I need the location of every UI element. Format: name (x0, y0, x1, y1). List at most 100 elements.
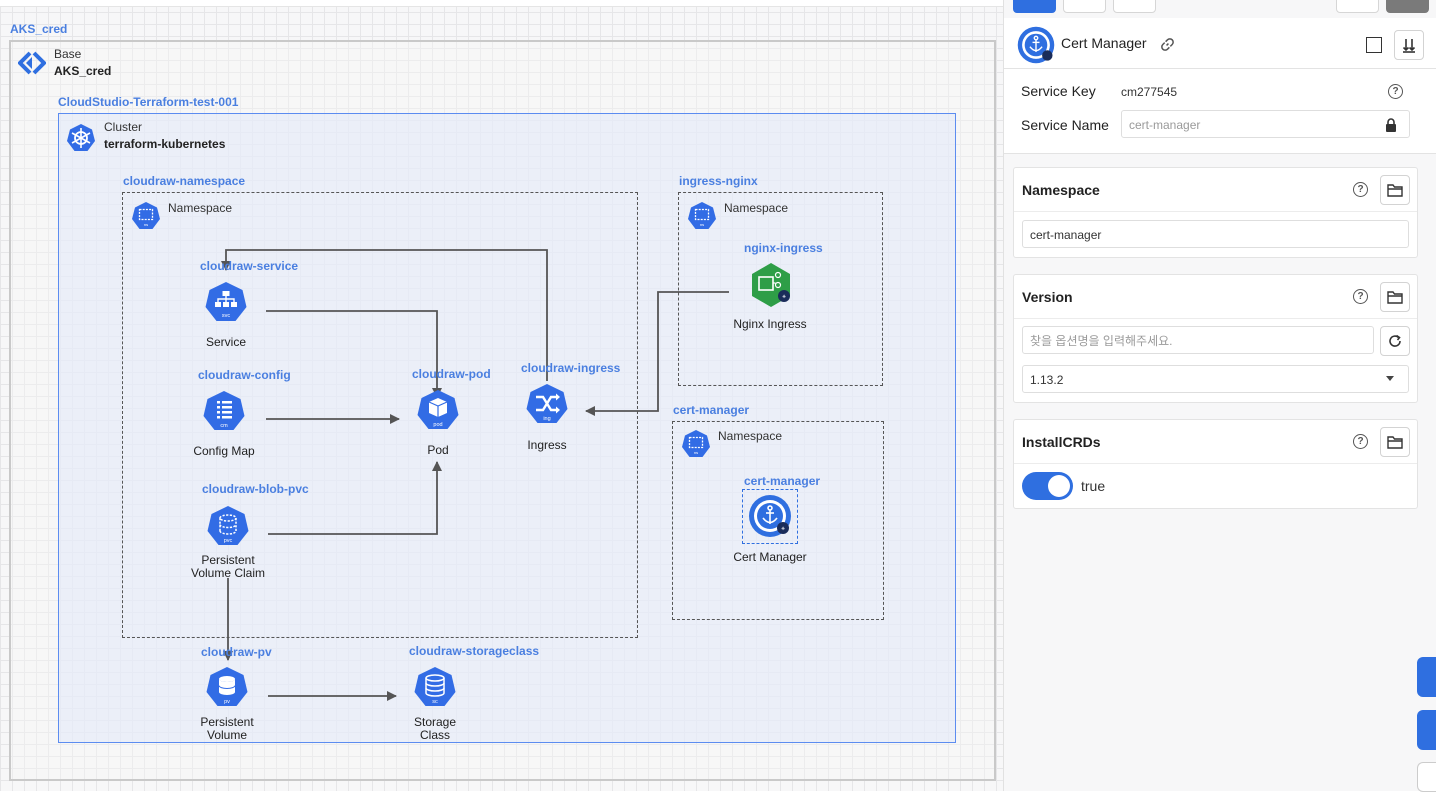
node-label-nginx: Nginx Ingress (733, 317, 807, 331)
node-label-pv: Persistent Volume (167, 716, 287, 742)
node-label-storageclass-line1: Storage (413, 715, 457, 729)
namespace-browse-button[interactable] (1380, 175, 1410, 205)
installcrds-card-title: InstallCRDs (1022, 434, 1101, 450)
panel-tab-3[interactable] (1113, 0, 1156, 13)
service-info: Service Key cm277545 ? Service Name cert… (1004, 69, 1436, 154)
version-browse-button[interactable] (1380, 282, 1410, 312)
floating-chat-button[interactable] (1417, 710, 1436, 750)
card-divider (1014, 463, 1417, 464)
namespace-title-ingress-nginx: ingress-nginx (679, 174, 758, 188)
service-icon[interactable]: svc (204, 281, 248, 325)
node-label-pv-line1: Persistent (200, 715, 254, 729)
node-label-storageclass-line2: Class (419, 728, 450, 742)
node-label-service: Service (205, 335, 246, 349)
cert-manager-icon[interactable]: ⎈ (747, 493, 793, 539)
sort-button[interactable] (1394, 30, 1424, 60)
canvas-top-bar (0, 0, 1003, 7)
help-icon[interactable]: ? (1353, 289, 1368, 304)
panel-action-1[interactable] (1336, 0, 1379, 13)
namespace-title-cert-manager: cert-manager (673, 403, 750, 417)
namespace-badge: ns (694, 450, 698, 455)
refresh-button[interactable] (1380, 326, 1410, 356)
panel-tab-2[interactable] (1063, 0, 1106, 13)
edge-ingress-to-service[interactable] (221, 249, 548, 381)
ingress-icon[interactable]: ing (525, 383, 569, 427)
namespace-type-cert-manager: Namespace (718, 429, 783, 443)
version-card-title: Version (1022, 289, 1073, 305)
folder-icon (1387, 436, 1403, 449)
sort-down-icon (1402, 39, 1416, 53)
refresh-icon (1389, 334, 1401, 347)
namespace-box-ingress-nginx[interactable] (678, 192, 883, 386)
installcrds-toggle[interactable] (1022, 472, 1073, 500)
help-icon[interactable]: ? (1353, 182, 1368, 197)
card-divider (1014, 318, 1417, 319)
kubernetes-cluster-icon (67, 124, 95, 151)
diagram-canvas[interactable]: AKS_cred Base AKS_cred CloudStudio-Terra… (0, 0, 1003, 791)
edge-pvc-to-pod[interactable] (268, 461, 442, 535)
checkbox-icon[interactable] (1366, 37, 1382, 53)
storageclass-icon[interactable]: sc (413, 666, 457, 710)
base-name: AKS_cred (54, 64, 112, 78)
namespace-type-cloudraw: Namespace (168, 201, 233, 215)
namespace-box-cert-manager[interactable] (672, 421, 884, 620)
floating-edit-button[interactable] (1417, 657, 1436, 697)
help-icon[interactable]: ? (1353, 434, 1368, 449)
storageclass-badge: sc (432, 699, 438, 705)
folder-icon (1387, 184, 1403, 197)
namespace-type-ingress-nginx: Namespace (724, 201, 789, 215)
pv-icon[interactable]: pv (205, 666, 249, 710)
version-select[interactable]: 1.13.2 (1022, 365, 1409, 393)
cluster-header: Cluster terraform-kubernetes (104, 120, 225, 151)
service-badge: svc (222, 313, 231, 319)
folder-icon (1387, 291, 1403, 304)
link-icon[interactable] (1160, 37, 1175, 52)
cluster-name: terraform-kubernetes (104, 137, 226, 151)
namespace-card-title: Namespace (1022, 182, 1100, 198)
base-group-title: AKS_cred (10, 22, 68, 36)
help-icon[interactable]: ? (1388, 84, 1403, 99)
node-label-pvc-line1: Persistent (201, 553, 255, 567)
node-title-service: cloudraw-service (200, 259, 299, 273)
namespace-icon: ns (688, 202, 716, 229)
node-label-pvc-line2: Volume Claim (190, 566, 266, 580)
pod-icon[interactable]: pod (416, 389, 460, 433)
pv-badge: pv (224, 699, 230, 705)
connectors-layer (221, 249, 729, 701)
installcrds-value-label: true (1081, 478, 1106, 494)
node-title-config: cloudraw-config (198, 368, 291, 382)
installcrds-card: InstallCRDs ? true (1013, 419, 1418, 509)
node-label-pod: Pod (427, 443, 449, 457)
pvc-icon[interactable]: pvc (206, 505, 250, 549)
edge-nginx-to-ingress[interactable] (585, 291, 729, 416)
namespace-badge: ns (144, 222, 148, 227)
ingress-badge: ing (543, 416, 550, 422)
installcrds-browse-button[interactable] (1380, 427, 1410, 457)
node-label-pvc: Persistent Volume Claim (168, 554, 288, 580)
cluster-type: Cluster (104, 120, 143, 134)
svg-text:⎈: ⎈ (782, 294, 786, 299)
floating-docs-button[interactable] (1417, 762, 1436, 792)
pvc-badge: pvc (224, 538, 233, 544)
node-title-nginx: nginx-ingress (744, 241, 823, 255)
cluster-group-title: CloudStudio-Terraform-test-001 (58, 95, 239, 109)
namespace-box-cloudraw[interactable] (122, 192, 638, 638)
svg-text:⎈: ⎈ (781, 526, 785, 531)
panel-action-2[interactable] (1386, 0, 1429, 13)
panel-header: Cert Manager (1004, 18, 1436, 69)
edge-service-to-pod[interactable] (266, 310, 442, 398)
nginx-helm-icon[interactable]: ⎈ (748, 262, 794, 308)
namespace-icon: ns (132, 202, 160, 229)
selected-node-outline[interactable] (742, 489, 798, 544)
node-label-config: Config Map (193, 444, 255, 458)
cluster-frame[interactable] (58, 113, 956, 743)
toggle-knob (1048, 475, 1070, 497)
namespace-field[interactable]: cert-manager (1022, 220, 1409, 248)
version-search-input[interactable]: 찾을 옵션명을 입력해주세요. (1022, 326, 1374, 354)
panel-tab-active[interactable] (1013, 0, 1056, 13)
node-title-storageclass: cloudraw-storageclass (409, 644, 540, 658)
configmap-icon[interactable]: cm (202, 390, 246, 434)
service-name-field[interactable]: cert-manager (1121, 110, 1410, 138)
service-key-value: cm277545 (1121, 85, 1178, 99)
node-title-pv: cloudraw-pv (201, 645, 272, 659)
